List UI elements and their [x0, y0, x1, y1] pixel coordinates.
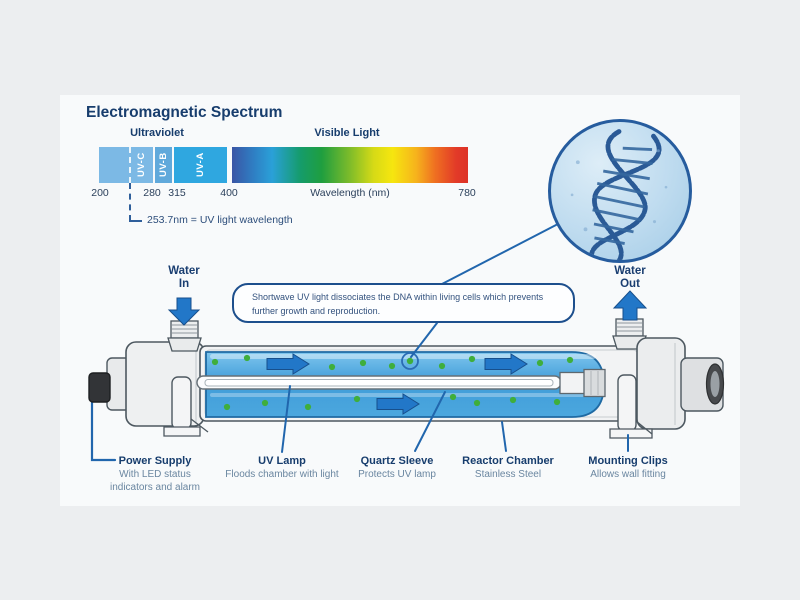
tick-315: 315 — [168, 187, 186, 199]
mounting-clip-left — [171, 376, 192, 430]
tick-280: 280 — [143, 187, 161, 199]
flow-arrow-top-1 — [266, 353, 310, 375]
tick-400: 400 — [220, 187, 238, 199]
visible-spectrum-gradient — [232, 147, 468, 183]
reactor-chamber-title: Reactor Chamber — [462, 455, 554, 467]
diagram-panel: Electromagnetic Spectrum Ultraviolet Vis… — [60, 95, 740, 506]
leader-lines — [281, 224, 629, 453]
clip-right-brace — [635, 420, 653, 435]
power-supply-desc: With LED status indicators and alarm — [109, 469, 201, 493]
quartz-sleeve-leader-line — [414, 391, 446, 452]
water-out-arrow — [612, 290, 648, 321]
water-in-line1: Water — [168, 265, 200, 277]
mounting-clips-desc: Allows wall fitting — [590, 469, 666, 480]
dna-inset-circle — [548, 119, 692, 263]
inlet-hex-neck — [167, 337, 202, 352]
uv-lamp-desc: Floods chamber with light — [225, 469, 339, 480]
port-opening-inner — [710, 371, 720, 397]
uv-lamp-title: UV Lamp — [258, 455, 306, 467]
uv-a-band: UV-A — [174, 147, 227, 183]
power-supply-leader-line — [90, 381, 117, 462]
callout-to-dna-line — [441, 224, 557, 285]
tick-200: 200 — [91, 187, 109, 199]
lamp-end-connector — [559, 371, 588, 395]
microorganism-dots — [211, 354, 574, 411]
quartz-sleeve-label-group: Quartz Sleeve Protects UV lamp — [327, 455, 467, 482]
uv-c-band: UV-C — [130, 147, 153, 183]
uv-lamp-label-group: UV Lamp Floods chamber with light — [212, 455, 352, 482]
uv-effect-callout: Shortwave UV light dissociates the DNA w… — [232, 283, 575, 323]
mounting-clip-right-foot — [609, 428, 653, 439]
uv-b-band-label: UV-B — [158, 152, 169, 178]
uv-253nm-leader-foot — [129, 220, 142, 222]
quartz-sleeve-desc: Protects UV lamp — [358, 469, 436, 480]
flow-arrow-top-2 — [484, 353, 528, 375]
clip-left-brace — [190, 418, 209, 433]
right-end-cap — [636, 337, 686, 430]
dna-helix-icon — [570, 129, 668, 260]
water-out-line2: Out — [620, 278, 640, 291]
water-in-label: Water In — [144, 265, 224, 291]
lamp-end-nut — [583, 368, 606, 398]
mounting-clips-label-group: Mounting Clips Allows wall fitting — [558, 455, 698, 482]
reactor-chamber-leader-line — [501, 421, 507, 452]
water-out-line1: Water — [614, 265, 646, 277]
uv-reactor-illustration — [88, 224, 725, 462]
mounting-clips-title: Mounting Clips — [588, 455, 668, 467]
uv-lamp-tube — [204, 379, 554, 387]
uv-wavelength-note: 253.7nm = UV light wavelength — [147, 214, 293, 226]
wavelength-axis-label: Wavelength (nm) — [310, 187, 390, 199]
dna-strand-1 — [592, 133, 662, 260]
uv-a-band-label: UV-A — [195, 152, 206, 178]
water-in-line2: In — [178, 278, 190, 291]
microorganism-highlight-ring — [401, 352, 419, 370]
flow-arrow-bottom — [376, 393, 420, 415]
uv-c-band-label: UV-C — [136, 152, 147, 178]
mounting-clip-left-foot — [163, 426, 201, 437]
water-out-label: Water Out — [590, 265, 670, 291]
power-supply-label-group: Power Supply With LED status indicators … — [98, 455, 212, 494]
uv-lamp-leader-line — [281, 385, 291, 453]
uv-253nm-dashed-marker — [129, 147, 131, 183]
uv-b-band: UV-B — [155, 147, 172, 183]
spectrum-bar: UV-C UV-B UV-A — [99, 147, 468, 183]
quartz-sleeve-title: Quartz Sleeve — [360, 455, 434, 467]
left-end-cap — [125, 341, 205, 427]
callout-to-dot-line — [410, 322, 438, 358]
highlighted-microorganism-dot — [406, 357, 414, 365]
reactor-chamber-label-group: Reactor Chamber Stainless Steel — [438, 455, 578, 482]
reactor-chamber-desc: Stainless Steel — [474, 469, 542, 480]
spectrum-title: Electromagnetic Spectrum — [86, 104, 283, 121]
tick-780: 780 — [458, 187, 476, 199]
dna-speckles — [570, 149, 668, 232]
power-supply-title: Power Supply — [118, 455, 192, 467]
mounting-clip-right — [617, 374, 637, 432]
uv-band-below-253 — [99, 147, 130, 183]
power-connector — [88, 372, 111, 403]
uv-253nm-dashed-leader — [129, 183, 131, 221]
visible-light-label: Visible Light — [314, 127, 380, 139]
ultraviolet-label: Ultraviolet — [130, 127, 184, 139]
water-in-arrow — [167, 297, 201, 326]
